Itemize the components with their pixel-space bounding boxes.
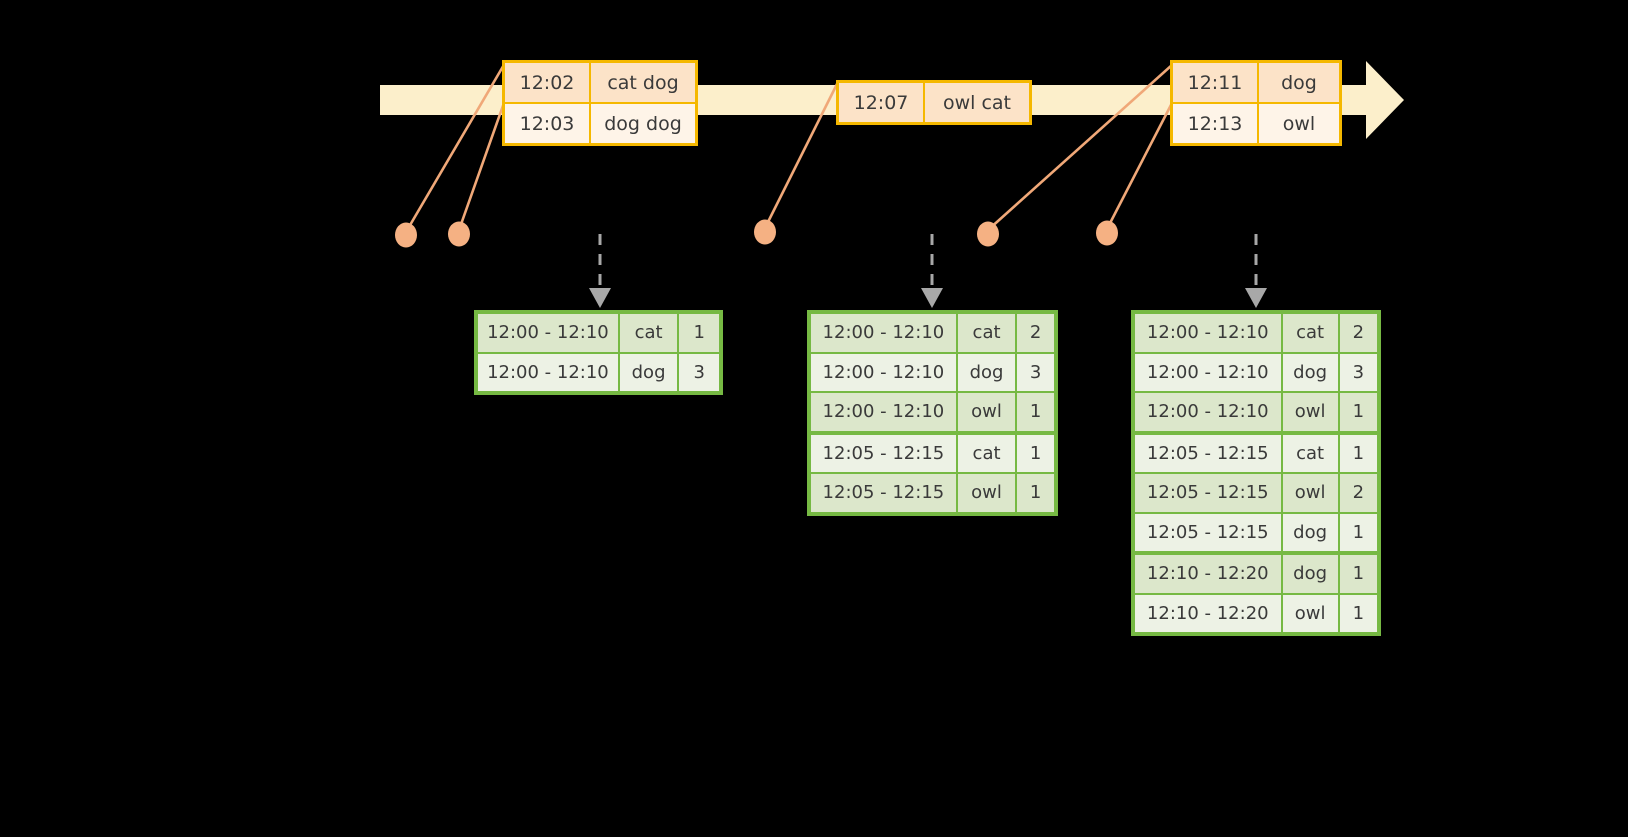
window-cell: 12:00 - 12:10 (811, 314, 958, 352)
key-cell: dog (620, 353, 680, 391)
processing-dot-2 (448, 221, 470, 247)
event-row: 12:11 dog (1173, 63, 1339, 102)
event-time: 12:03 (505, 104, 591, 143)
event-payload: owl cat (942, 91, 1012, 114)
table-row: 12:10 - 12:20 dog 1 (1135, 555, 1377, 595)
key-cell: dog (1283, 513, 1340, 551)
count-cell: 1 (1352, 442, 1365, 464)
emit-arrowhead-3 (1245, 288, 1267, 308)
result-table-2[interactable]: 12:00 - 12:10 cat 2 12:00 - 12:10 dog 3 … (807, 310, 1058, 516)
count-cell: 1 (1029, 482, 1042, 504)
connector-5 (1105, 102, 1174, 230)
count-cell: 1 (1352, 401, 1365, 423)
window-cell: 12:00 - 12:10 (811, 393, 958, 431)
window-cell: 12:10 - 12:20 (1135, 555, 1283, 593)
count-cell: 2 (1352, 482, 1365, 504)
key-cell: cat (958, 434, 1018, 472)
table-row: 12:00 - 12:10 cat 1 (478, 314, 719, 354)
count-cell: 1 (1029, 442, 1042, 464)
processing-dot-3 (754, 219, 776, 245)
key-cell: owl (1283, 594, 1340, 632)
window-cell: 12:00 - 12:10 (1135, 353, 1283, 391)
window-cell: 12:05 - 12:15 (1135, 434, 1283, 472)
table-row: 12:00 - 12:10 dog 3 (811, 353, 1054, 393)
window-cell: 12:10 - 12:20 (1135, 594, 1283, 632)
count-cell: 1 (1029, 401, 1042, 423)
result-table-1[interactable]: 12:00 - 12:10 cat 1 12:00 - 12:10 dog 3 (474, 310, 723, 395)
event-time: 12:11 (1173, 63, 1259, 102)
count-cell: 1 (1352, 563, 1365, 585)
processing-dots (395, 219, 1118, 248)
table-row: 12:05 - 12:15 cat 1 (1135, 434, 1377, 474)
event-box-1[interactable]: 12:02 cat dog 12:03 dog dog (502, 60, 698, 146)
table-row: 12:00 - 12:10 cat 2 (1135, 314, 1377, 354)
table-row: 12:00 - 12:10 dog 3 (478, 353, 719, 391)
window-cell: 12:05 - 12:15 (811, 474, 958, 512)
window-cell: 12:00 - 12:10 (1135, 314, 1283, 352)
key-cell: dog (1283, 353, 1340, 391)
key-cell: owl (1283, 393, 1340, 431)
emit-arrowheads (589, 288, 1267, 308)
key-cell: cat (1283, 434, 1340, 472)
window-cell: 12:05 - 12:15 (1135, 474, 1283, 512)
event-box-3[interactable]: 12:11 dog 12:13 owl (1170, 60, 1342, 146)
count-cell: 2 (1352, 322, 1365, 344)
count-cell: 3 (693, 361, 705, 383)
window-cell: 12:00 - 12:10 (478, 353, 620, 391)
event-box-2[interactable]: 12:07 owl cat (836, 80, 1032, 125)
table-row: 12:05 - 12:15 owl 2 (1135, 474, 1377, 514)
event-payload: cat dog (607, 71, 679, 94)
window-cell: 12:00 - 12:10 (811, 353, 958, 391)
processing-dot-1 (395, 222, 417, 248)
count-cell: 1 (693, 322, 705, 344)
event-time: 12:02 (505, 63, 591, 102)
emit-arrowhead-2 (921, 288, 943, 308)
event-payload: dog dog (604, 112, 682, 135)
emit-arrowhead-1 (589, 288, 611, 308)
table-row: 12:10 - 12:20 owl 1 (1135, 594, 1377, 632)
event-payload: dog (1281, 71, 1317, 94)
key-cell: cat (958, 314, 1018, 352)
key-cell: owl (958, 393, 1018, 431)
connector-1 (404, 62, 507, 233)
key-cell: cat (1283, 314, 1340, 352)
processing-dot-4 (977, 221, 999, 247)
count-cell: 3 (1352, 361, 1365, 383)
window-cell: 12:00 - 12:10 (478, 314, 620, 352)
event-time: 12:07 (839, 83, 925, 122)
processing-dot-5 (1096, 220, 1118, 246)
count-cell: 1 (1352, 602, 1365, 624)
table-row: 12:00 - 12:10 cat 2 (811, 314, 1054, 354)
table-row: 12:05 - 12:15 cat 1 (811, 434, 1054, 474)
count-cell: 2 (1029, 322, 1042, 344)
table-row: 12:00 - 12:10 dog 3 (1135, 353, 1377, 393)
window-cell: 12:00 - 12:10 (1135, 393, 1283, 431)
key-cell: owl (1283, 474, 1340, 512)
event-row: 12:07 owl cat (839, 83, 1029, 122)
count-cell: 3 (1029, 361, 1042, 383)
key-cell: dog (958, 353, 1018, 391)
table-row: 12:05 - 12:15 owl 1 (811, 474, 1054, 512)
key-cell: cat (620, 314, 680, 352)
table-row: 12:00 - 12:10 owl 1 (811, 393, 1054, 435)
event-row: 12:13 owl (1173, 102, 1339, 143)
key-cell: dog (1283, 555, 1340, 593)
event-row: 12:02 cat dog (505, 63, 695, 102)
count-cell: 1 (1352, 521, 1365, 543)
event-row: 12:03 dog dog (505, 102, 695, 143)
result-table-3[interactable]: 12:00 - 12:10 cat 2 12:00 - 12:10 dog 3 … (1131, 310, 1381, 636)
window-cell: 12:05 - 12:15 (1135, 513, 1283, 551)
event-time: 12:13 (1173, 104, 1259, 143)
emit-arrows (598, 234, 1258, 288)
key-cell: owl (958, 474, 1018, 512)
window-cell: 12:05 - 12:15 (811, 434, 958, 472)
connector-2 (457, 99, 507, 231)
connector-3 (763, 81, 840, 229)
table-row: 12:00 - 12:10 owl 1 (1135, 393, 1377, 435)
event-payload: owl (1282, 112, 1316, 135)
table-row: 12:05 - 12:15 dog 1 (1135, 513, 1377, 555)
